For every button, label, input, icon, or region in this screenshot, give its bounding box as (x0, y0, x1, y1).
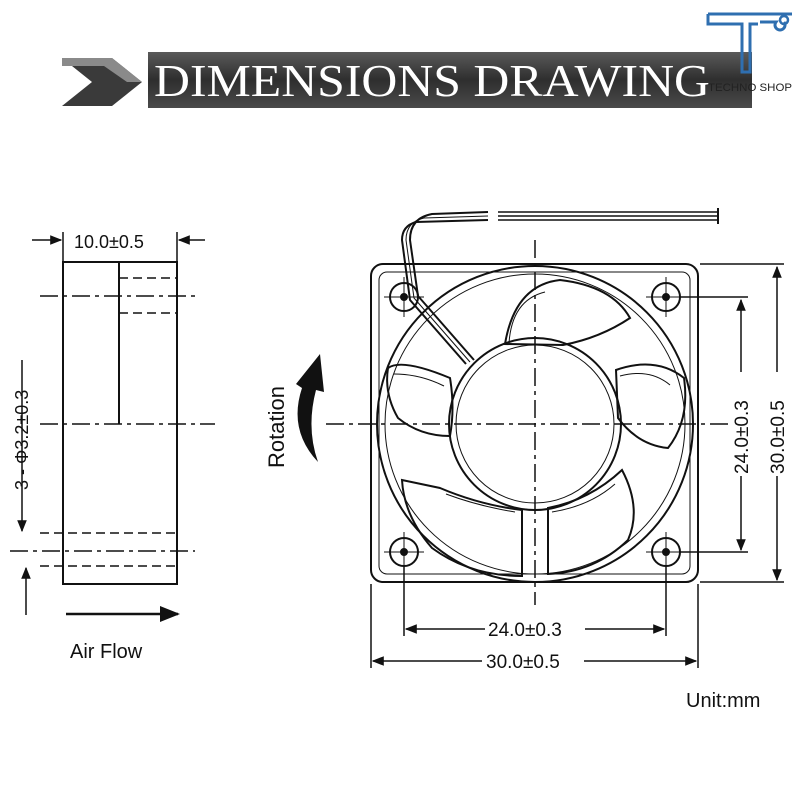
hole-spacing-vertical-label: 24.0±0.3 (732, 400, 753, 474)
fan-blades (386, 278, 687, 578)
front-view (326, 208, 784, 668)
unit-label: Unit:mm (686, 690, 760, 712)
rotation-label: Rotation (264, 386, 289, 468)
size-horizontal-label: 30.0±0.5 (486, 652, 560, 673)
title-band (148, 52, 752, 108)
fan-cable (400, 208, 719, 365)
side-view (10, 232, 215, 622)
size-vertical-label: 30.0±0.5 (768, 400, 789, 474)
techno-shop-logo: TECHNO SHOP (706, 12, 792, 94)
fan-housing-ring (376, 265, 694, 583)
rotation-arrow-icon (296, 354, 324, 462)
thickness-dimension-label: 10.0±0.5 (74, 232, 144, 252)
header: DIMENSIONS DRAWING TECHNO SHOP (62, 12, 792, 108)
hole-spacing-horizontal-label: 24.0±0.3 (488, 620, 562, 641)
page-title: DIMENSIONS DRAWING (154, 55, 710, 106)
hole-dimension-label: 3 - Φ3.2±0.3 (12, 390, 32, 490)
fan-hub (448, 337, 622, 511)
airflow-label: Air Flow (70, 641, 143, 663)
logo-text: TECHNO SHOP (708, 82, 792, 94)
